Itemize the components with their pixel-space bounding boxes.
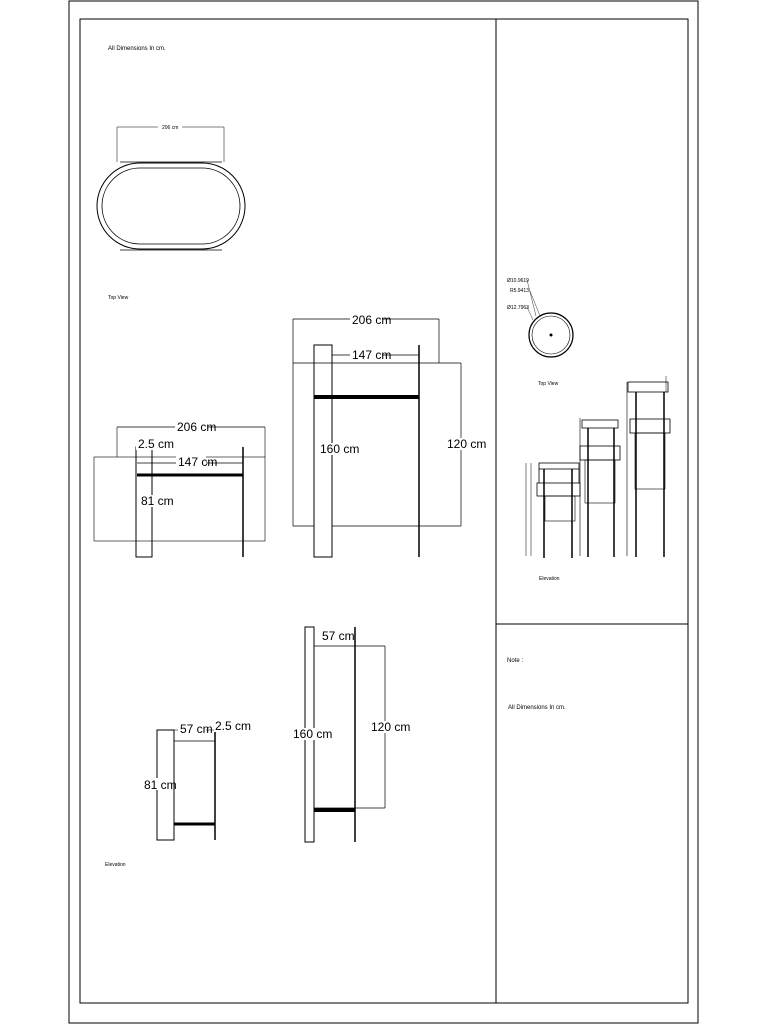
side-height-dim: 81 cm [144, 778, 177, 792]
tall-side-depth-dim: 57 cm [322, 629, 355, 643]
tall-side-mid-dim: 120 cm [371, 720, 410, 734]
note-text: All Dimensions In cm. [508, 705, 566, 711]
chair-top-view-drawing [526, 279, 574, 358]
front-height-dim: 81 cm [141, 494, 174, 508]
tall-side-height-dim: 160 cm [293, 727, 332, 741]
chair-dim-r1: R5.9413 [510, 288, 529, 294]
chair-top-view-label: Top View [538, 381, 559, 387]
front-elevation-drawing [93, 426, 266, 558]
chair-dim-d2: Ø12.7963 [507, 305, 529, 311]
tall-height-dim: 160 cm [320, 442, 359, 456]
chair-dim-d1: Ø10.9619 [507, 278, 529, 284]
top-view-label: Top View [108, 295, 129, 301]
note-label: Note : [507, 658, 523, 664]
side-depth-dim: 57 cm [180, 722, 213, 736]
front-thick-dim: 2.5 cm [138, 437, 174, 451]
chair-elevation-label: Elevation [539, 576, 560, 582]
side-thick-dim: 2.5 cm [215, 719, 251, 733]
header-note: All Dimensions In cm. [108, 46, 166, 52]
tall-mid-dim: 120 cm [447, 437, 486, 451]
front-width-dim-bg [175, 421, 207, 433]
front-inner-dim: 147 cm [178, 455, 217, 469]
front-width-dim: 206 cm [177, 420, 216, 434]
chair-elevation-drawing [525, 376, 671, 558]
outer-border [68, 0, 699, 1024]
top-view-drawing [96, 126, 246, 251]
tall-inner-dim: 147 cm [352, 348, 391, 362]
tall-width-dim: 206 cm [352, 313, 391, 327]
top-width-dim: 206 cm [162, 125, 178, 131]
inner-border [79, 18, 689, 1004]
elevation-label: Elevation [105, 862, 126, 868]
